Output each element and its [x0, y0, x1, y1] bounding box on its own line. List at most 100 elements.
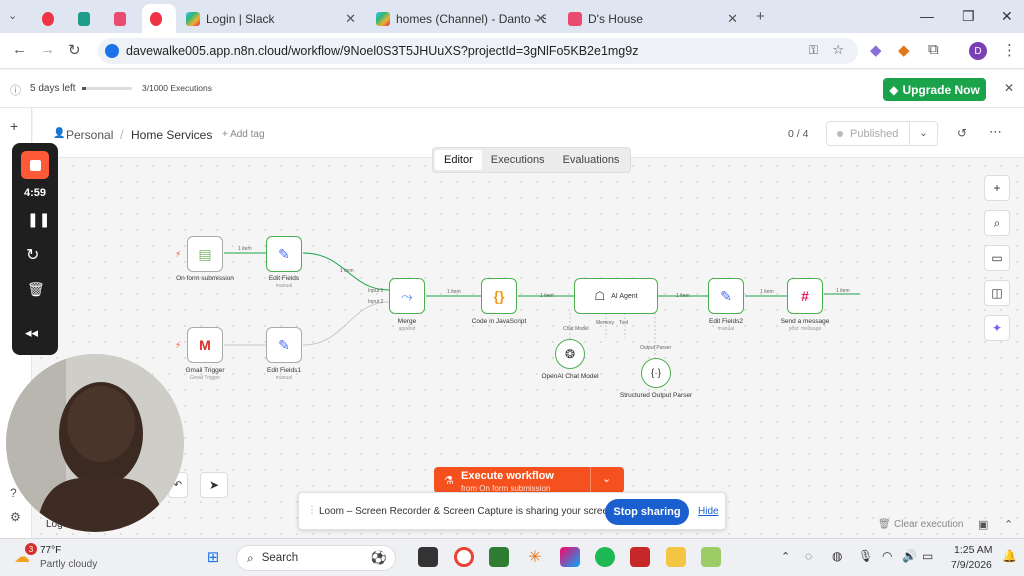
- project-name[interactable]: Personal: [66, 128, 114, 142]
- restart-icon[interactable]: ↻: [26, 247, 40, 264]
- tab-0[interactable]: [34, 4, 68, 33]
- profile-avatar[interactable]: D: [969, 42, 987, 60]
- cursor-mode-icon[interactable]: ➤: [200, 472, 228, 498]
- hide-link[interactable]: Hide: [698, 506, 719, 517]
- upgrade-button[interactable]: ◆ Upgrade Now: [883, 78, 986, 101]
- more-icon[interactable]: ⋯: [989, 124, 1002, 139]
- stop-record-button[interactable]: [21, 151, 49, 179]
- tab-executions[interactable]: Executions: [490, 154, 545, 166]
- battery-icon[interactable]: ▭: [922, 549, 934, 563]
- search-icon[interactable]: ⌕: [984, 210, 1010, 236]
- minimize-icon[interactable]: —: [920, 8, 934, 24]
- mail-icon[interactable]: [701, 547, 721, 567]
- record-icon: [42, 11, 54, 26]
- forward-icon[interactable]: →: [40, 41, 55, 58]
- execute-workflow-button[interactable]: ⚗ Execute workflow from On form submissi…: [434, 467, 624, 493]
- folder-icon[interactable]: [666, 547, 686, 567]
- edge-label: 1 item: [760, 289, 774, 295]
- puzzle-icon[interactable]: ⧉: [928, 41, 939, 58]
- windows-start-icon[interactable]: ⊞: [206, 549, 220, 566]
- volume-icon[interactable]: 🔊: [902, 549, 917, 563]
- media-icon[interactable]: [630, 547, 650, 567]
- notifications-icon[interactable]: 🔔: [1002, 549, 1017, 563]
- node-form-submission[interactable]: ▤: [187, 236, 223, 272]
- settings-icon[interactable]: ⚙: [10, 510, 21, 524]
- tab-1[interactable]: [70, 4, 104, 33]
- tray-icon[interactable]: ◍: [832, 549, 843, 563]
- add-tag-link[interactable]: + Add tag: [222, 129, 265, 140]
- drag-handle-icon[interactable]: ⋮: [307, 505, 317, 516]
- tray-icon[interactable]: ◌: [805, 549, 813, 563]
- ai-assistant-icon[interactable]: ✦: [984, 315, 1010, 341]
- tab-evaluations[interactable]: Evaluations: [562, 154, 620, 166]
- metamask-icon[interactable]: ◆: [898, 42, 910, 59]
- node-edit-fields2[interactable]: ✎: [708, 278, 744, 314]
- node-merge[interactable]: ⤳: [389, 278, 425, 314]
- workflow-name[interactable]: Home Services: [131, 128, 213, 142]
- tab-3[interactable]: [142, 4, 176, 33]
- tab-slack-channel[interactable]: homes (Channel) - Danto - Slac ✕: [368, 4, 554, 33]
- extension-icon[interactable]: ◆: [870, 42, 882, 59]
- menu-icon[interactable]: ⋮: [1002, 42, 1017, 59]
- expand-icon[interactable]: ⌃: [1004, 519, 1014, 531]
- clock-date[interactable]: 7/9/2026: [951, 559, 992, 571]
- wifi-icon[interactable]: ◠: [882, 549, 893, 563]
- maximize-icon[interactable]: ❐: [962, 8, 975, 24]
- tab-editor[interactable]: Editor: [435, 150, 482, 170]
- copilot-icon[interactable]: [560, 547, 580, 567]
- node-openai-chat-model[interactable]: ❂: [555, 339, 585, 369]
- collapse-icon[interactable]: ◂◂: [25, 325, 39, 340]
- close-icon[interactable]: ✕: [535, 10, 546, 26]
- url-field[interactable]: davewalke005.app.n8n.cloud/workflow/9Noe…: [98, 38, 858, 64]
- chevron-up-icon[interactable]: ⌃: [781, 551, 791, 563]
- node-slack-send[interactable]: #: [787, 278, 823, 314]
- close-icon[interactable]: ✕: [727, 10, 738, 26]
- logs-label[interactable]: Logs: [46, 519, 68, 530]
- stop-sharing-button[interactable]: Stop sharing: [605, 499, 689, 525]
- clear-execution[interactable]: Clear execution: [894, 519, 964, 530]
- published-button[interactable]: Published: [826, 121, 910, 146]
- chevron-down-icon[interactable]: ⌄: [910, 121, 938, 146]
- pause-icon[interactable]: ❚❚: [27, 211, 51, 227]
- taskbar-search[interactable]: ⌕ Search ⚽: [236, 545, 396, 571]
- view-tabs: Editor Executions Evaluations: [432, 147, 632, 173]
- new-tab-icon[interactable]: +: [756, 8, 765, 25]
- tab-slack-login[interactable]: Login | Slack ✕: [178, 4, 364, 33]
- trash-icon[interactable]: 🗑: [27, 281, 45, 297]
- sticky-note-icon[interactable]: ▭: [984, 245, 1010, 271]
- claude-icon[interactable]: ✳: [528, 549, 542, 566]
- help-icon[interactable]: ?: [10, 486, 17, 500]
- app-icon[interactable]: [418, 547, 438, 567]
- panel-icon[interactable]: ◫: [984, 280, 1010, 306]
- history-icon[interactable]: ↺: [957, 126, 968, 140]
- node-ai-agent[interactable]: ☖ AI Agent: [574, 278, 658, 314]
- add-node-icon[interactable]: +: [984, 175, 1010, 201]
- spotify-icon[interactable]: [595, 547, 615, 567]
- star-icon[interactable]: ☆: [832, 42, 844, 57]
- store-icon[interactable]: [489, 547, 509, 567]
- node-output-parser[interactable]: {·}: [641, 358, 671, 388]
- close-icon[interactable]: ✕: [1004, 81, 1015, 95]
- node-label: Structured Output Parser: [619, 392, 693, 399]
- site-info-icon[interactable]: [105, 44, 119, 58]
- node-edit-fields1[interactable]: ✎: [266, 327, 302, 363]
- tab-list-icon[interactable]: ⌄: [8, 10, 18, 22]
- tab-d-house[interactable]: D's House ✕: [560, 4, 746, 33]
- mic-icon[interactable]: 🎙: [858, 549, 874, 563]
- webcam-bubble[interactable]: [6, 354, 184, 532]
- add-icon[interactable]: +: [10, 118, 19, 134]
- reload-icon[interactable]: ↻: [68, 42, 81, 59]
- close-window-icon[interactable]: ✕: [1001, 8, 1013, 24]
- node-edit-fields[interactable]: ✎: [266, 236, 302, 272]
- workflow-canvas[interactable]: [33, 158, 1024, 538]
- chevron-down-icon[interactable]: ⌄: [602, 473, 612, 485]
- chrome-icon[interactable]: [454, 547, 474, 567]
- node-code-javascript[interactable]: {}: [481, 278, 517, 314]
- tab-2[interactable]: [106, 4, 140, 33]
- back-icon[interactable]: ←: [12, 41, 27, 58]
- close-icon[interactable]: ✕: [345, 10, 356, 26]
- node-gmail-trigger[interactable]: M: [187, 327, 223, 363]
- clock-time[interactable]: 1:25 AM: [954, 544, 993, 556]
- key-icon[interactable]: ⚿: [808, 43, 818, 57]
- panel-icon[interactable]: ▣: [978, 519, 989, 531]
